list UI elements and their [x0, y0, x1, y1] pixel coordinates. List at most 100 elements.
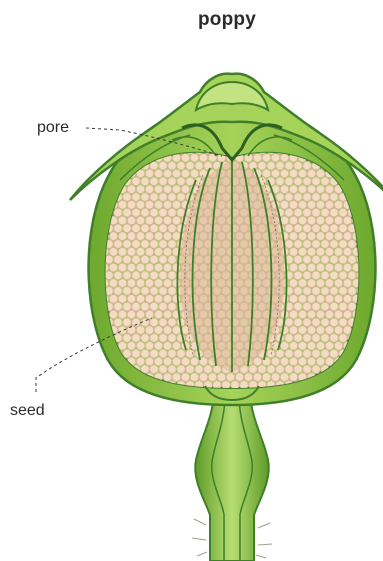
seed: [271, 373, 279, 381]
seed: [334, 279, 342, 287]
seed: [163, 201, 171, 209]
seed: [303, 162, 311, 170]
seed: [150, 240, 158, 248]
seed: [136, 248, 144, 256]
seed: [100, 389, 108, 397]
seed: [276, 162, 284, 170]
seed: [325, 342, 333, 350]
seed: [307, 342, 315, 350]
seed: [172, 295, 180, 303]
seed: [132, 224, 140, 232]
seed: [105, 146, 113, 154]
seed: [294, 255, 302, 263]
seed: [321, 318, 329, 326]
seed: [343, 326, 351, 334]
seed: [294, 271, 302, 279]
seed: [298, 169, 306, 177]
seed: [262, 169, 270, 177]
seed: [334, 389, 342, 397]
seed: [307, 357, 315, 365]
seed: [285, 349, 293, 357]
seed: [222, 381, 230, 389]
seed: [321, 255, 329, 263]
seed: [181, 357, 189, 365]
seed: [154, 185, 162, 193]
seed: [316, 279, 324, 287]
seed: [118, 295, 126, 303]
seed: [136, 279, 144, 287]
seed: [168, 318, 176, 326]
seed: [280, 232, 288, 240]
seed: [141, 349, 149, 357]
seed: [127, 263, 135, 271]
seed: [141, 193, 149, 201]
seed: [316, 201, 324, 209]
seed: [294, 193, 302, 201]
seed: [312, 208, 320, 216]
seed: [312, 240, 320, 248]
seed: [172, 169, 180, 177]
seed: [177, 177, 185, 185]
seed: [123, 208, 131, 216]
seed: [312, 287, 320, 295]
seed: [343, 389, 351, 397]
seed: [150, 193, 158, 201]
seed: [114, 318, 122, 326]
seed: [307, 310, 315, 318]
seed: [217, 373, 225, 381]
seed: [289, 248, 297, 256]
seed: [312, 302, 320, 310]
seed: [127, 248, 135, 256]
seed: [150, 302, 158, 310]
seed: [141, 224, 149, 232]
seed: [298, 216, 306, 224]
seed: [357, 365, 365, 373]
seed: [285, 318, 293, 326]
seed: [316, 216, 324, 224]
seed: [132, 255, 140, 263]
seed: [145, 279, 153, 287]
seed: [190, 154, 198, 162]
seed: [109, 279, 117, 287]
seed: [334, 232, 342, 240]
seed: [289, 310, 297, 318]
seed: [330, 318, 338, 326]
seed: [159, 334, 167, 342]
seed: [316, 326, 324, 334]
seed: [289, 342, 297, 350]
seed: [159, 349, 167, 357]
seed: [123, 224, 131, 232]
seed: [136, 263, 144, 271]
seed: [298, 263, 306, 271]
seed: [132, 208, 140, 216]
seed: [154, 357, 162, 365]
seed: [316, 232, 324, 240]
seed: [321, 287, 329, 295]
seed: [303, 271, 311, 279]
seed: [118, 342, 126, 350]
seed: [114, 208, 122, 216]
seed: [289, 232, 297, 240]
seed: [325, 357, 333, 365]
seed: [163, 295, 171, 303]
seed: [204, 365, 212, 373]
seed: [145, 201, 153, 209]
seed: [159, 193, 167, 201]
seed: [231, 381, 239, 389]
seed: [262, 154, 270, 162]
seed: [262, 373, 270, 381]
seed: [325, 185, 333, 193]
seed: [303, 302, 311, 310]
seed: [285, 334, 293, 342]
seed: [150, 334, 158, 342]
seed: [303, 349, 311, 357]
seed: [168, 240, 176, 248]
seed: [168, 162, 176, 170]
seed: [285, 365, 293, 373]
seed: [123, 334, 131, 342]
seed: [330, 255, 338, 263]
seed: [96, 177, 104, 185]
seed: [168, 271, 176, 279]
seed: [298, 295, 306, 303]
